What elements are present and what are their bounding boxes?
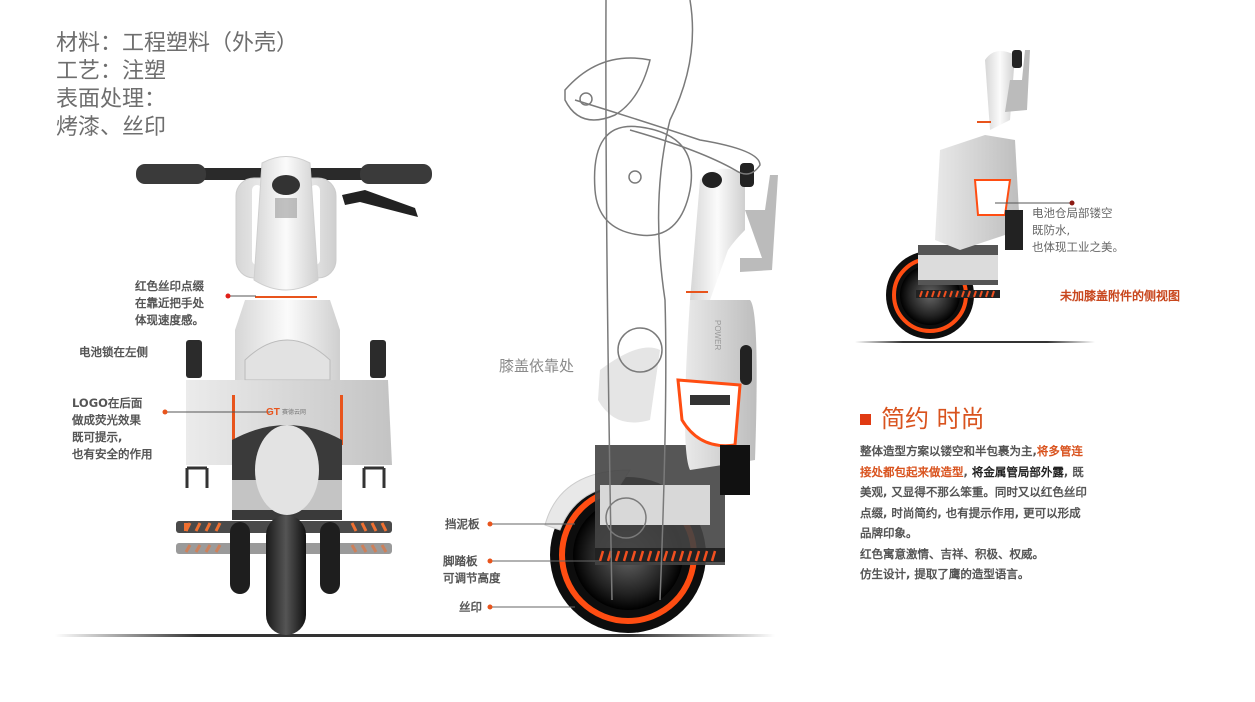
annotation-mudguard: 挡泥板	[445, 517, 480, 531]
spec-block: 材料：工程塑料（外壳） 工艺：注塑 表面处理： 烤漆、丝印	[56, 30, 298, 142]
spec-surface-label: 表面处理：	[56, 87, 167, 112]
spec-surface-value: 烤漆、丝印	[56, 115, 167, 140]
knee-rest-label: 膝盖依靠处	[499, 357, 575, 375]
description-body: 整体造型方案以镂空和半包裹为主,将多管连接处都包起来做造型, 将金属管局部外露,…	[860, 444, 1087, 581]
gt-logo-sub: 赛德云网	[282, 408, 306, 416]
gt-logo: GT	[266, 407, 280, 418]
square-bullet-icon	[860, 413, 871, 425]
annotation-logo: LOGO在后面 做成荧光效果 既可提示, 也有安全的作用	[72, 396, 153, 461]
annotation-silkscreen: 丝印	[459, 600, 482, 614]
small-view-caption: 未加膝盖附件的侧视图	[1060, 289, 1181, 303]
annotation-footboard: 脚踏板 可调节高度	[443, 554, 501, 585]
side-view-scooter: POWER	[544, 0, 778, 633]
leader-lines	[162, 200, 1075, 610]
spec-process: 工艺：注塑	[56, 59, 167, 84]
annotation-battery-compartment: 电池仓局部镂空 既防水, 也体现工业之美。	[1032, 206, 1124, 254]
small-side-view-scooter	[886, 50, 1030, 339]
ground-line	[55, 634, 775, 637]
ground-line-small	[855, 341, 1095, 343]
spec-material: 材料：工程塑料（外壳）	[56, 31, 299, 56]
description-heading: 简约 时尚	[860, 405, 1090, 433]
annotation-battery-lock: 电池锁在左侧	[79, 345, 148, 359]
design-description: 简约 时尚 整体造型方案以镂空和半包裹为主,将多管连接处都包起来做造型, 将金属…	[860, 405, 1090, 585]
svg-text:POWER: POWER	[713, 320, 722, 350]
front-view-scooter	[136, 156, 432, 635]
annotation-red-silkscreen: 红色丝印点缀 在靠近把手处 体现速度感。	[135, 279, 204, 327]
